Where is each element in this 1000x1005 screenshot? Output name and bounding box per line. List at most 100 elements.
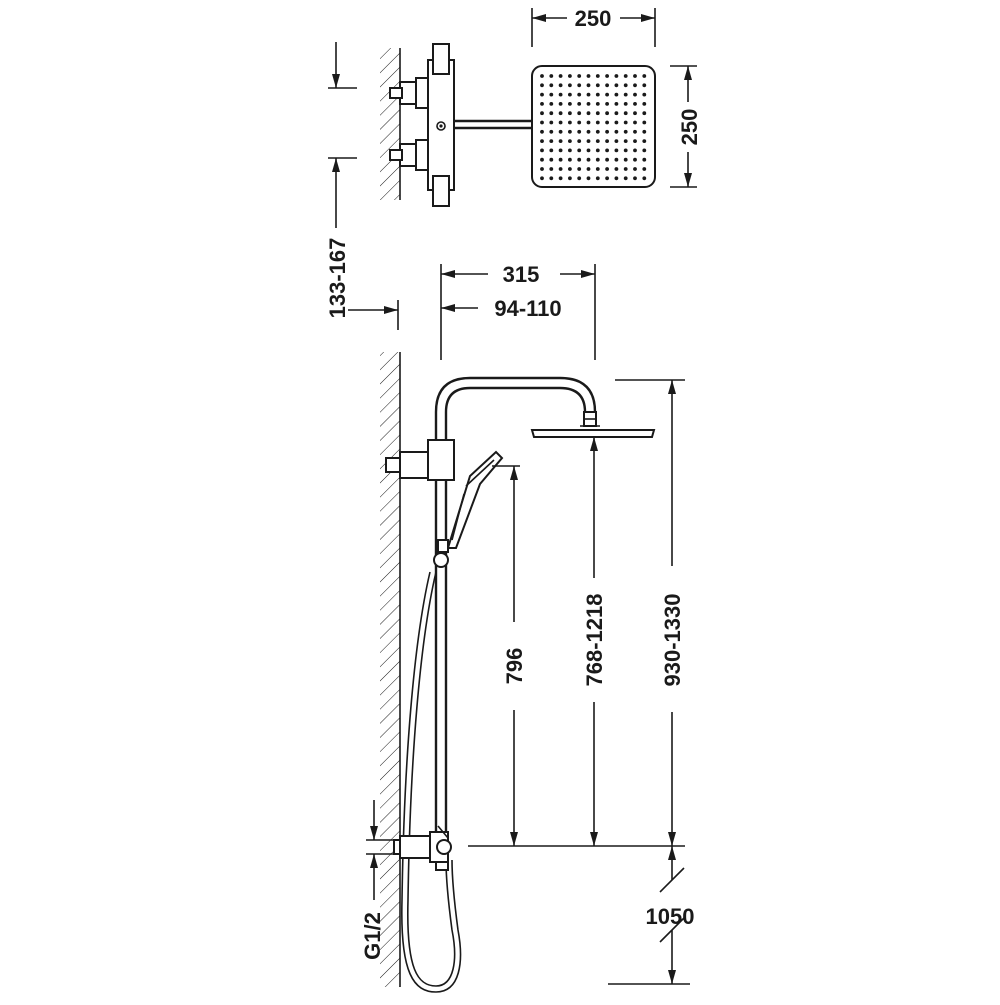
shower-head-side — [530, 411, 656, 438]
nozzle-dot — [605, 148, 609, 153]
nozzle-dot — [558, 92, 563, 97]
nozzle-dot — [577, 148, 582, 153]
nozzle-dot — [549, 83, 554, 88]
nozzle-dot — [614, 176, 619, 181]
nozzle-dot — [605, 167, 609, 171]
nozzle-dot — [577, 111, 582, 116]
nozzle-dot — [595, 83, 600, 88]
nozzle-dot — [568, 74, 572, 78]
nozzle-dot — [577, 92, 582, 97]
nozzle-dot — [540, 129, 544, 134]
nozzle-dot — [549, 120, 554, 125]
nozzle-dot — [623, 148, 628, 153]
nozzle-dot — [642, 74, 647, 78]
nozzle-dot — [633, 74, 637, 78]
nozzle-dot — [586, 120, 591, 125]
nozzle-dot — [577, 102, 582, 106]
flexible-hose — [401, 571, 462, 993]
nozzle-dot — [614, 111, 619, 116]
nozzle-dot — [605, 102, 609, 106]
dim-mixer-centers: 133-167 — [325, 42, 399, 330]
nozzle-dot — [549, 167, 554, 171]
dim-inlet-thread: G1/2 — [360, 800, 394, 960]
nozzle-dot — [595, 148, 600, 153]
nozzle-dot — [549, 74, 554, 78]
nozzle-dot — [633, 120, 637, 125]
nozzle-dot — [586, 129, 591, 134]
nozzle-dot — [595, 139, 600, 144]
nozzle-dot — [558, 148, 563, 153]
nozzle-dot — [595, 157, 600, 162]
nozzle-dot — [595, 176, 600, 181]
nozzle-dot — [558, 167, 563, 171]
nozzle-dot — [558, 157, 563, 162]
nozzle-dot — [623, 92, 628, 97]
nozzle-dot — [549, 92, 554, 97]
nozzle-dot — [568, 92, 572, 97]
nozzle-dot — [633, 92, 637, 97]
nozzle-dot — [614, 92, 619, 97]
nozzle-dot — [586, 157, 591, 162]
nozzle-dot — [633, 129, 637, 134]
nozzle-dot — [595, 111, 600, 116]
nozzle-dot — [577, 120, 582, 125]
nozzle-dot — [623, 176, 628, 181]
nozzle-dot — [568, 102, 572, 106]
label-total-height-range: 930-1330 — [660, 594, 685, 687]
nozzle-dot — [568, 157, 572, 162]
nozzle-dot — [568, 139, 572, 144]
nozzle-dot — [642, 120, 647, 125]
hand-shower — [433, 450, 504, 574]
nozzle-dot — [558, 111, 563, 116]
nozzle-dot — [633, 83, 637, 88]
nozzle-dot — [540, 148, 544, 153]
dim-floor-to-inlet: 1050 — [608, 846, 694, 985]
nozzle-dot — [586, 74, 591, 78]
label-handshower-height: 796 — [502, 648, 527, 685]
nozzle-dot — [577, 167, 582, 171]
nozzle-dot — [540, 157, 544, 162]
upper-wall-bracket — [385, 439, 455, 481]
shower-head-top — [531, 65, 656, 188]
nozzle-dot — [614, 120, 619, 125]
label-head-width: 250 — [575, 6, 612, 31]
top-view: 250 250 133-167 — [325, 6, 702, 330]
nozzle-dot — [623, 83, 628, 88]
nozzle-dot — [642, 157, 647, 162]
nozzle-dot — [540, 83, 544, 88]
nozzle-dot — [605, 111, 609, 116]
label-head-height-range: 768-1218 — [582, 594, 607, 687]
nozzle-dot — [558, 129, 563, 134]
nozzle-dot — [549, 176, 554, 181]
wall-side-view — [380, 352, 400, 987]
nozzle-dot — [568, 111, 572, 116]
nozzle-dot — [540, 120, 544, 125]
nozzle-dot — [568, 167, 572, 171]
nozzle-dot — [605, 92, 609, 97]
nozzle-dot — [540, 92, 544, 97]
nozzle-dot — [633, 157, 637, 162]
shower-column-riser — [434, 376, 597, 840]
nozzle-dot — [568, 83, 572, 88]
nozzle-dot — [642, 148, 647, 153]
nozzle-dot — [623, 111, 628, 116]
nozzle-dot — [623, 102, 628, 106]
nozzle-dot — [614, 139, 619, 144]
dim-head-depth: 250 — [670, 65, 702, 188]
nozzle-dot — [605, 120, 609, 125]
nozzle-dot — [633, 148, 637, 153]
nozzle-dot — [558, 83, 563, 88]
nozzle-dot — [586, 102, 591, 106]
thermostatic-mixer-top — [389, 43, 455, 207]
nozzle-dot — [614, 83, 619, 88]
nozzle-dot — [642, 92, 647, 97]
nozzle-dot — [642, 83, 647, 88]
nozzle-dot — [558, 102, 563, 106]
nozzle-dot — [642, 129, 647, 134]
nozzle-dot — [605, 157, 609, 162]
nozzle-dot — [540, 139, 544, 144]
nozzle-dot — [623, 74, 628, 78]
nozzle-dot — [633, 139, 637, 144]
nozzle-dot — [540, 74, 544, 78]
nozzle-dot — [642, 176, 647, 181]
